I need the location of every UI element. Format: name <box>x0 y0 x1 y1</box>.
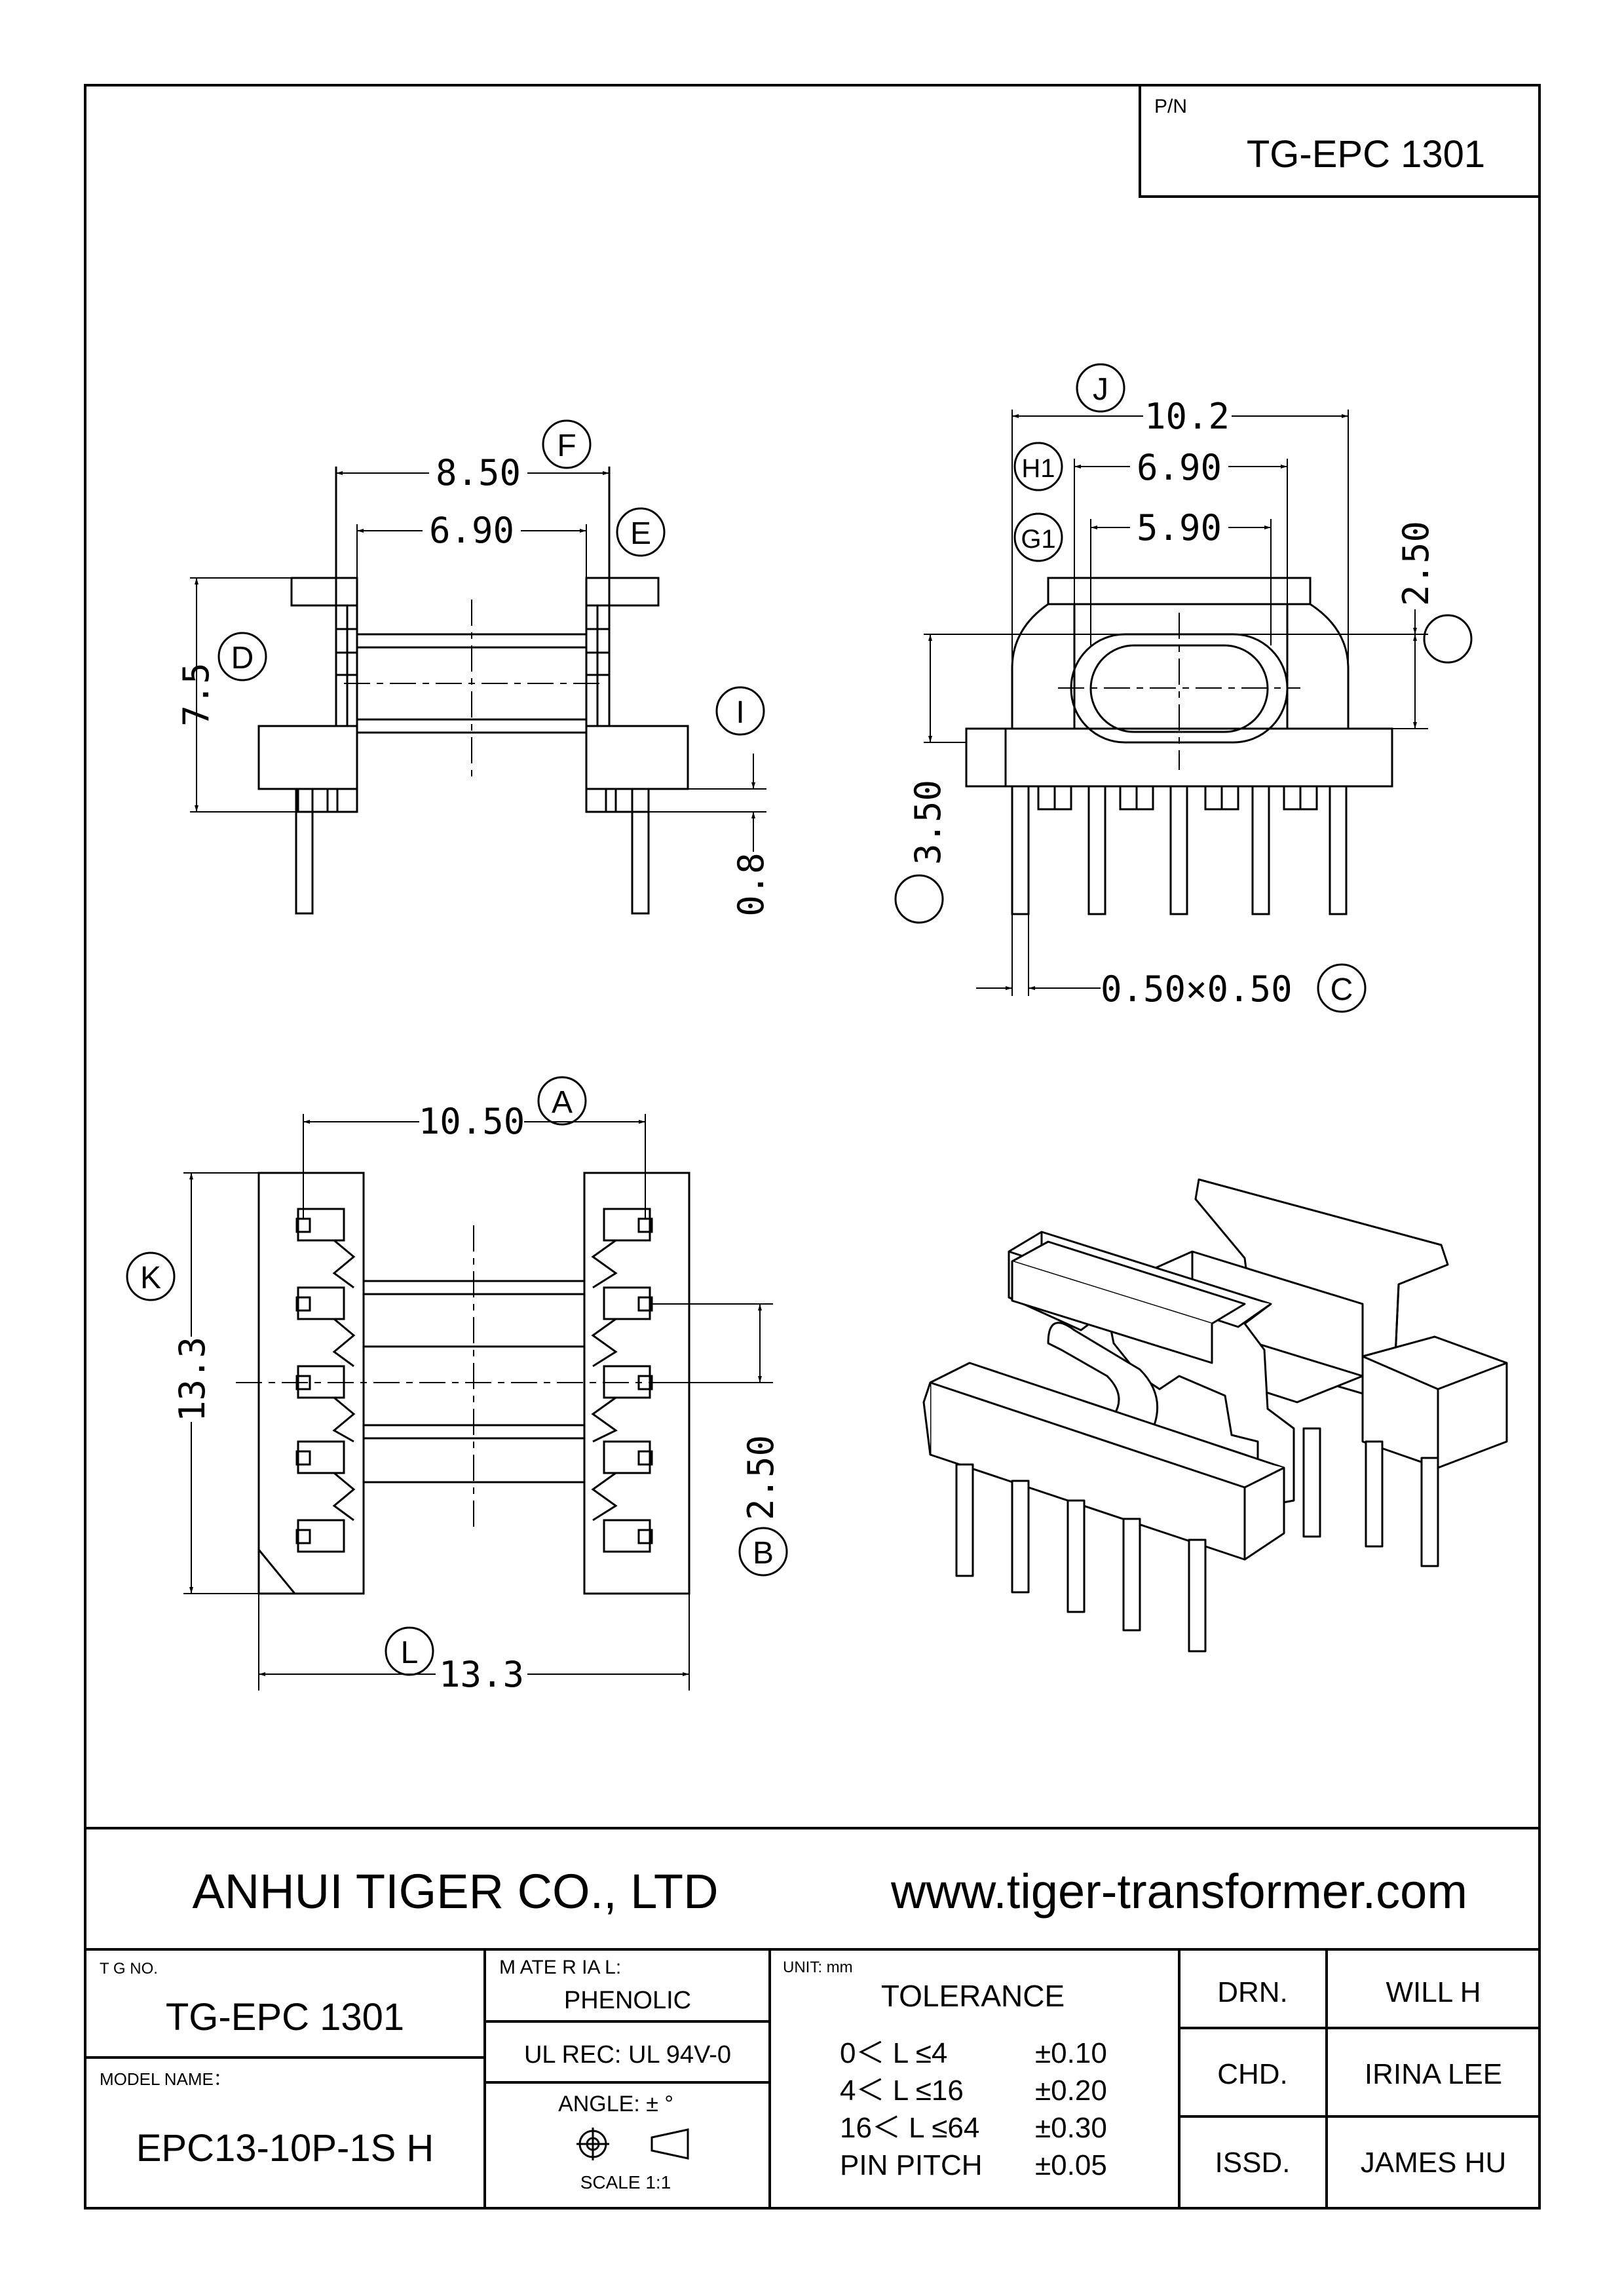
part-number-label: P/N <box>1154 96 1187 117</box>
dim-k-label: K <box>140 1261 161 1295</box>
dim-a-label: A <box>552 1085 573 1120</box>
dim-c-label: C <box>1331 972 1353 1007</box>
tolerance-value-4: ±0.05 <box>1035 2149 1107 2181</box>
dim-i-value: 0.8 <box>730 852 772 917</box>
dim-g1-value: 5.90 <box>1137 507 1222 548</box>
ul-rec: UL REC: UL 94V-0 <box>524 2041 731 2069</box>
tolerance-range-4: PIN PITCH <box>840 2149 983 2181</box>
dim-h1-label: H1 <box>1021 454 1055 483</box>
title-block-text: T G NO. TG-EPC 1301 MODEL NAME： EPC13-10… <box>100 1957 1506 2192</box>
isometric-view <box>922 1178 1508 1653</box>
company-website: www.tiger-transformer.com <box>890 1864 1467 1919</box>
company-name: ANHUI TIGER CO., LTD <box>192 1864 718 1919</box>
dim-k-value: 13.3 <box>172 1337 213 1422</box>
dim-g2-value: 2.50 <box>1395 521 1437 606</box>
angle-tolerance: ANGLE: ± ° <box>558 2092 673 2116</box>
signoff-name-issd: JAMES HU <box>1361 2147 1506 2179</box>
dim-l-label: L <box>401 1636 419 1670</box>
dim-h2-value: 3.50 <box>907 780 949 865</box>
tg-no-label: T G NO. <box>100 1960 158 1978</box>
tolerance-title: TOLERANCE <box>881 1979 1065 2013</box>
dim-b-value: 2.50 <box>740 1435 782 1520</box>
signoff-name-drn: WILL H <box>1386 1976 1481 2008</box>
signoff-name-chd: IRINA LEE <box>1365 2058 1502 2090</box>
tg-no-value: TG-EPC 1301 <box>166 1996 404 2038</box>
front-view-labels: 8.50 F 6.90 E 7.5 D I 0.8 <box>176 419 772 917</box>
side-view <box>965 577 1393 915</box>
dim-j-value: 10.2 <box>1144 396 1230 437</box>
part-number-box: P/N TG-EPC 1301 <box>1139 84 1541 198</box>
dim-b-label: B <box>753 1536 774 1571</box>
model-name-value: EPC13-10P-1S H <box>136 2127 434 2170</box>
signoff-role-drn: DRN. <box>1217 1976 1288 2008</box>
dim-g1-label: G1 <box>1021 525 1055 554</box>
dim-l-value: 13.3 <box>439 1654 524 1695</box>
title-block <box>85 1948 1539 2208</box>
scale: SCALE 1:1 <box>580 2172 671 2192</box>
tolerance-value-1: ±0.10 <box>1035 2037 1107 2069</box>
dim-c-value: 0.50×0.50 <box>1101 968 1293 1010</box>
material-value: PHENOLIC <box>564 1987 691 2014</box>
material-label: M ATE R IA L: <box>499 1957 621 1978</box>
part-number-value: TG-EPC 1301 <box>1247 133 1485 176</box>
tolerance-range-2: 4＜ L ≤16 <box>840 2075 964 2107</box>
dim-e-label: E <box>630 516 651 551</box>
dim-i-label: I <box>736 695 744 730</box>
side-view-labels: J 10.2 H1 6.90 G1 5.90 2.50 3.50 0.50×0.… <box>894 363 1473 1013</box>
top-view-labels: 10.50 A K 13.3 L 13.3 2.50 B <box>126 1076 788 1695</box>
tolerance-value-3: ±0.30 <box>1035 2112 1107 2144</box>
drawing-border <box>84 84 1541 2210</box>
dim-e-value: 6.90 <box>429 510 514 551</box>
side-view-dimensions <box>924 410 1428 996</box>
dim-d-value: 7.5 <box>176 662 217 727</box>
tolerance-value-2: ±0.20 <box>1035 2075 1107 2107</box>
signoff-role-chd: CHD. <box>1217 2058 1288 2090</box>
unit: UNIT: mm <box>783 1959 853 1976</box>
top-view-dimensions <box>183 1114 773 1691</box>
dim-f-value: 8.50 <box>436 452 521 493</box>
tolerance-range-3: 16＜ L ≤64 <box>840 2112 979 2144</box>
dim-d-label: D <box>231 641 254 676</box>
dim-f-label: F <box>557 429 576 463</box>
projection-symbol-icon <box>576 2128 689 2160</box>
signoff-role-issd: ISSD. <box>1215 2147 1291 2179</box>
top-view <box>236 1172 708 1595</box>
tolerance-range-1: 0＜ L ≤4 <box>840 2037 947 2069</box>
dim-a-value: 10.50 <box>419 1101 525 1142</box>
model-name-label: MODEL NAME： <box>100 2069 231 2089</box>
front-view <box>257 467 689 915</box>
dim-j-label: J <box>1093 372 1108 407</box>
dim-h1-value: 6.90 <box>1137 447 1222 488</box>
